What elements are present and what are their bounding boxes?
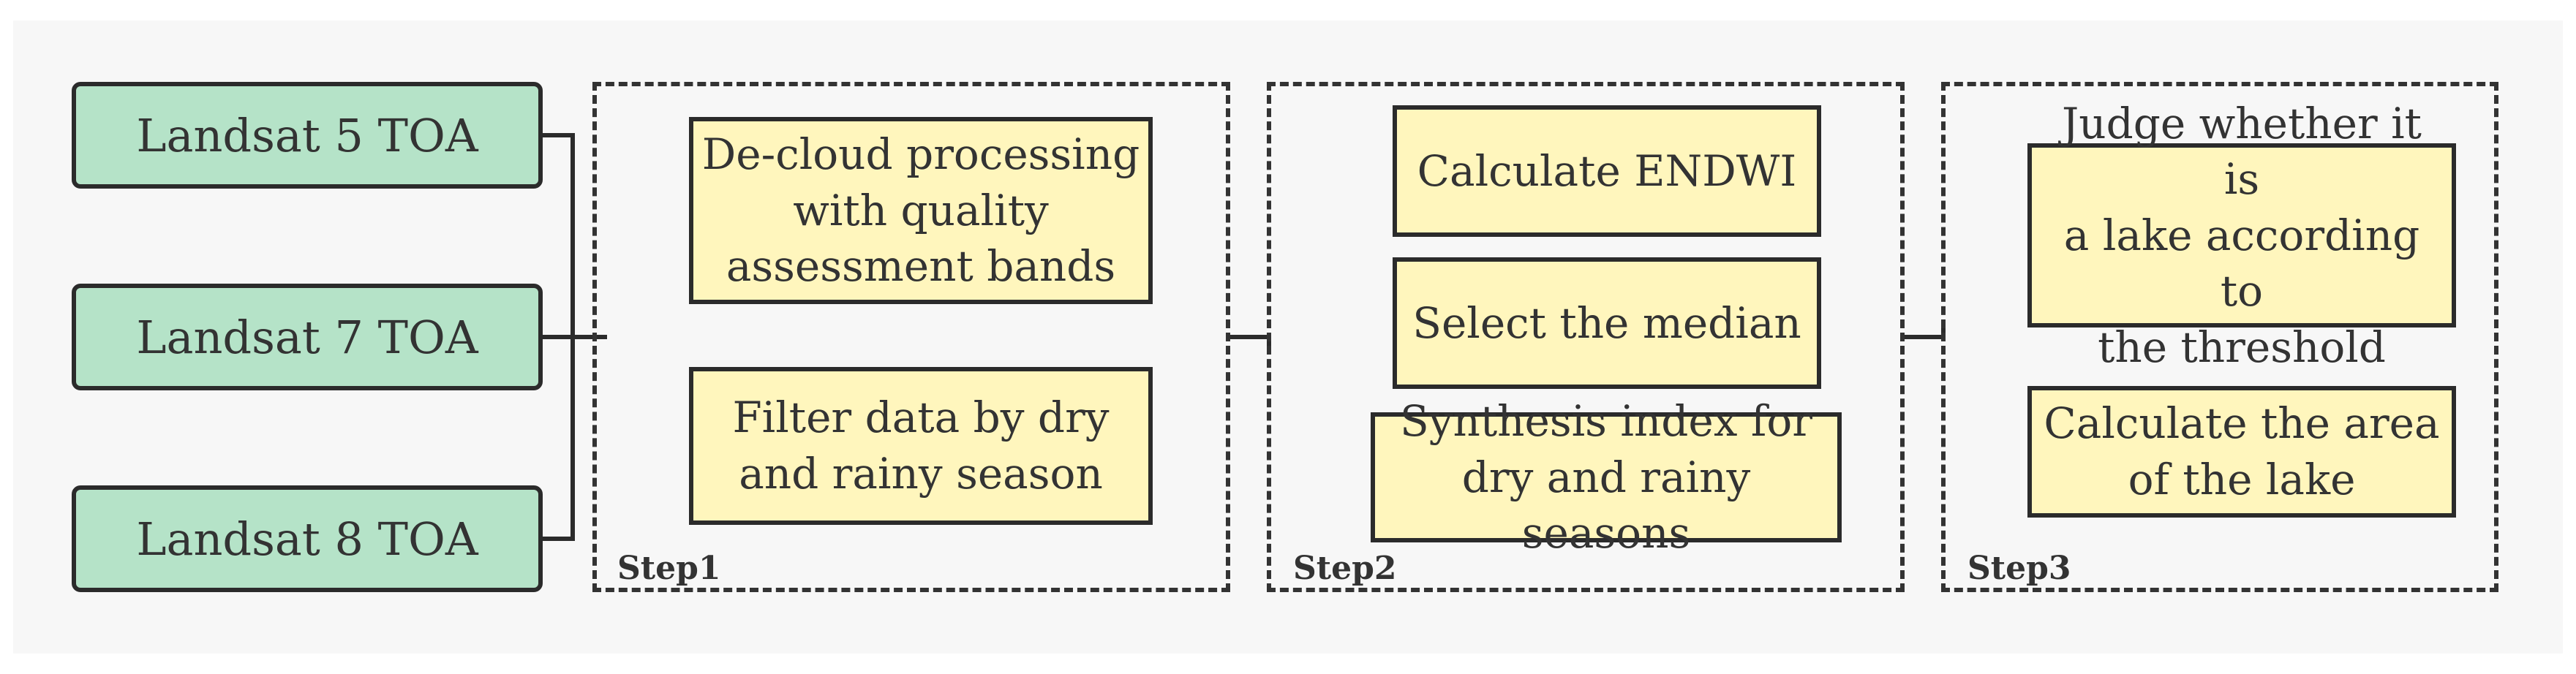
connector-source-7 xyxy=(543,335,575,339)
connector-bus-to-step1 xyxy=(570,335,607,339)
step2-box-calculate-endwi: Calculate ENDWI xyxy=(1393,105,1821,237)
source-landsat-5: Landsat 5 TOA xyxy=(72,82,543,189)
step3-box-calculate-area: Calculate the area of the lake xyxy=(2027,386,2456,518)
step1-box-filter-season: Filter data by dry and rainy season xyxy=(689,367,1153,525)
step3-box-judge-lake: Judge whether it is a lake according to … xyxy=(2027,99,2456,372)
step2-frame xyxy=(1267,82,1905,592)
connector-source-8 xyxy=(543,537,575,541)
step2-box-select-median: Select the median xyxy=(1393,257,1821,389)
step1-box-decloud: De-cloud processing with quality assessm… xyxy=(689,117,1153,304)
connector-source-5 xyxy=(543,133,575,137)
flowchart-canvas: Landsat 5 TOA Landsat 7 TOA Landsat 8 TO… xyxy=(13,20,2563,654)
source-landsat-8: Landsat 8 TOA xyxy=(72,485,543,592)
connector-step2-to-step3 xyxy=(1905,335,1946,339)
step1-frame xyxy=(592,82,1230,592)
connector-step1-to-step2 xyxy=(1230,335,1271,339)
source-landsat-7: Landsat 7 TOA xyxy=(72,284,543,390)
step2-box-synthesis-index: Synthesis index for dry and rainy season… xyxy=(1371,396,1842,558)
step1-label: Step1 xyxy=(617,550,721,587)
step3-frame xyxy=(1941,82,2498,592)
step3-label: Step3 xyxy=(1967,550,2071,587)
step2-label: Step2 xyxy=(1293,550,1397,587)
